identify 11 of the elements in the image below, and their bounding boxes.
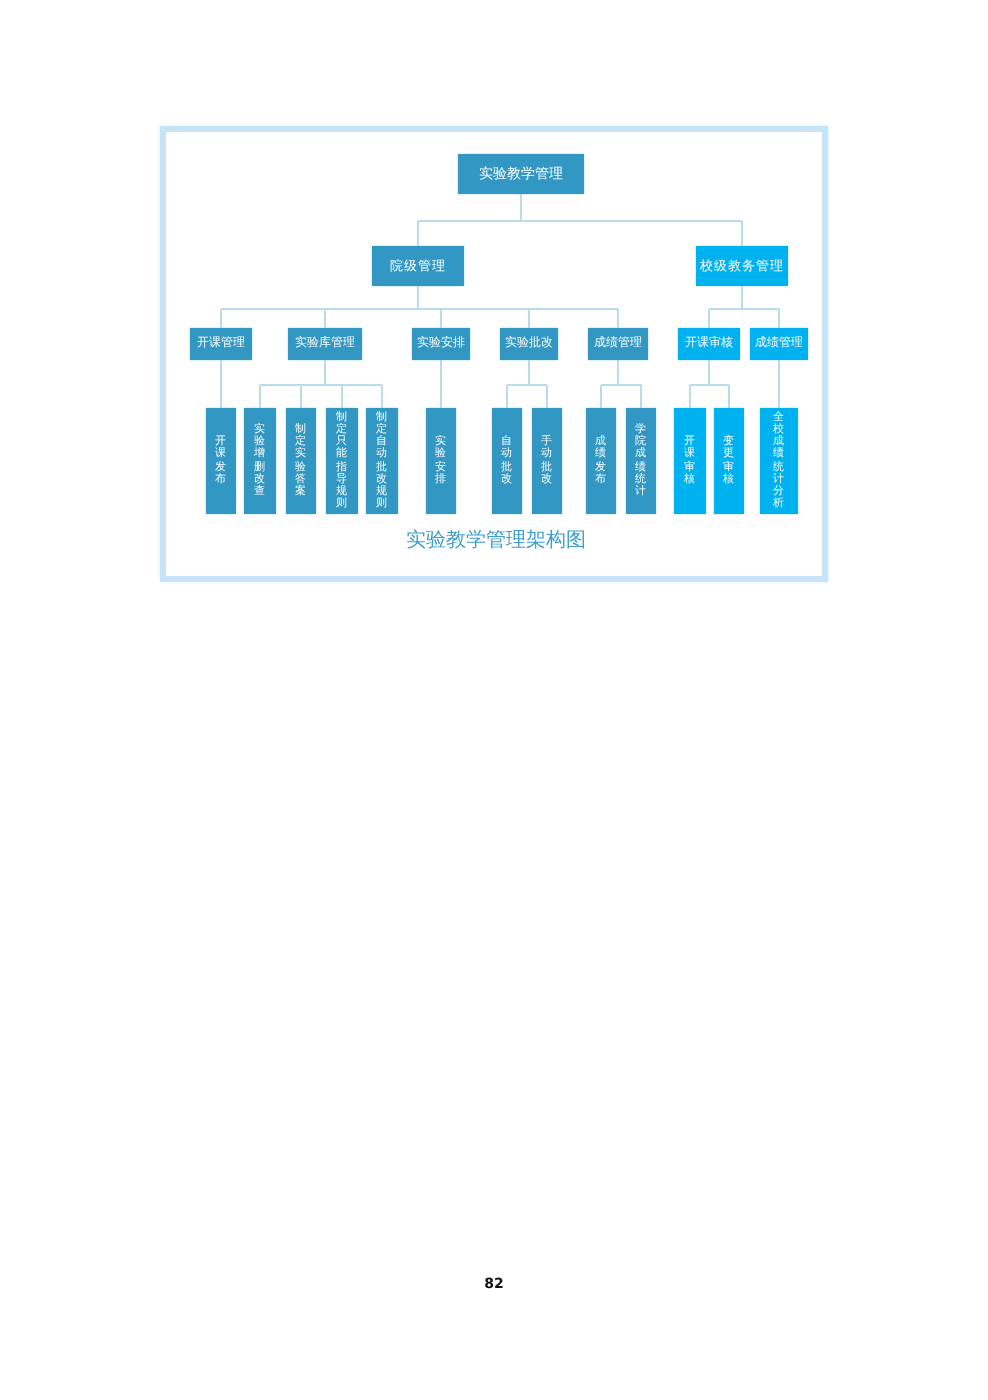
connector-line (689, 359, 730, 409)
connector-line (259, 359, 383, 409)
connector-line (506, 359, 548, 409)
caption: 实验教学管理架构图 (404, 530, 588, 554)
connector-line (708, 285, 780, 329)
connector-line (220, 359, 222, 409)
connector-line (220, 285, 619, 329)
connector-line (778, 359, 780, 409)
connector-line (417, 193, 743, 247)
connector-line (600, 359, 642, 409)
connector-line (440, 359, 442, 409)
